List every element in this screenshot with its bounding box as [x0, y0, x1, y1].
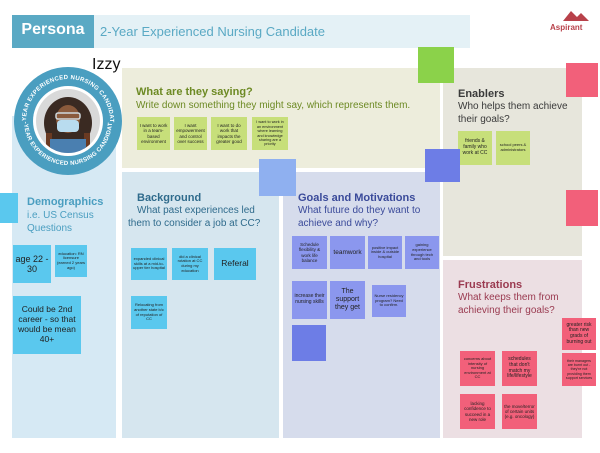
persona-label: Persona — [21, 21, 85, 38]
demographics-note[interactable]: education: RN licensure (earned 2 years … — [55, 245, 87, 277]
persona-label-box — [12, 15, 94, 48]
goals-note[interactable]: increase their nursing skills — [292, 281, 327, 319]
background-note[interactable]: did a clinical rotation at CC during my … — [172, 248, 208, 280]
blank-note-blue[interactable] — [259, 159, 296, 196]
persona-photo — [36, 89, 100, 153]
saying-note[interactable]: I want to work in an environment where l… — [252, 117, 288, 150]
goals-note[interactable]: Schedule flexibility & work life balance — [292, 236, 327, 269]
goals-blank-note[interactable] — [292, 325, 326, 361]
persona-badge-text-icon: 2-YEAR EXPERIENCED NURSING CANDIDATE 2-Y… — [12, 63, 122, 175]
blank-note-green[interactable] — [418, 47, 454, 83]
demographics-subtitle: i.e. US Census Questions — [27, 210, 94, 234]
demographics-note[interactable]: Could be 2nd career - so that would be m… — [13, 296, 81, 354]
saying-note[interactable]: I want to work in a team-based environme… — [137, 117, 170, 150]
demographics-title: Demographics — [27, 196, 104, 208]
aspirant-logo-text: Aspirant — [550, 23, 583, 32]
enablers-note[interactable]: school peers & administrators — [496, 131, 530, 165]
enablers-subtitle: Who helps them achieve their goals? — [458, 101, 568, 125]
background-note[interactable]: expanded clinical skills at a mid-to-upp… — [131, 248, 167, 280]
background-subtitle: What past experiences led them to consid… — [128, 205, 261, 229]
frustrations-note[interactable]: concerns about intensity of nursing envi… — [460, 351, 495, 386]
header-title-bar — [94, 15, 470, 48]
blank-note-pink[interactable] — [566, 190, 598, 226]
frustrations-title: Frustrations — [458, 279, 523, 291]
background-note[interactable]: Referal — [214, 248, 256, 280]
saying-note[interactable]: I want empowerment and control over succ… — [174, 117, 207, 150]
background-title: Background — [137, 192, 202, 204]
badge-text-bottom: 2-YEAR EXPERIENCED NURSING CANDIDATE — [12, 63, 114, 167]
blank-note-cyan[interactable] — [0, 193, 18, 223]
badge-text-top: 2-YEAR EXPERIENCED NURSING CANDIDATE — [12, 63, 114, 123]
demographics-note[interactable]: age 22 - 30 — [13, 245, 51, 283]
svg-text:2-YEAR EXPERIENCED NURSING CAN: 2-YEAR EXPERIENCED NURSING CANDIDATE — [14, 67, 114, 123]
blank-note-purple[interactable] — [425, 149, 460, 182]
header-title: 2-Year Experienced Nursing Candidate — [100, 24, 325, 39]
saying-subtitle: Write down something they might say, whi… — [136, 100, 411, 111]
goals-title: Goals and Motivations — [298, 192, 416, 204]
svg-text:2-YEAR EXPERIENCED NURSING CAN: 2-YEAR EXPERIENCED NURSING CANDIDATE — [14, 67, 114, 167]
frustrations-note[interactable]: lacking confidence to succeed in a new r… — [460, 394, 495, 429]
frustrations-note[interactable]: schedules that don't match my life/lifes… — [502, 351, 537, 386]
enablers-title: Enablers — [458, 88, 505, 100]
frustrations-note[interactable]: their managers are burnt out - they're n… — [562, 353, 596, 386]
frustrations-note[interactable]: greater risk than new grads of burning o… — [562, 318, 596, 350]
persona-name: Izzy — [92, 56, 121, 73]
goals-note[interactable]: Nurse residency program? Need to confirm… — [372, 285, 406, 317]
enablers-note[interactable]: friends & family who work at CC — [458, 131, 492, 165]
goals-note[interactable]: gaining experience through tech and tool… — [405, 236, 439, 269]
saying-note[interactable]: I want to do work that impacts the great… — [211, 117, 247, 150]
background-note[interactable]: Relocating from another state b/c of rep… — [131, 296, 167, 329]
goals-note[interactable]: teamwork — [330, 236, 365, 269]
blank-note-pink[interactable] — [566, 63, 598, 97]
frustrations-note[interactable]: the move/terror of certain units (e.g. o… — [502, 394, 537, 429]
goals-note[interactable]: positive impact inside & outside hospita… — [368, 236, 402, 269]
goals-note[interactable]: The support they get — [330, 281, 365, 319]
goals-subtitle: What future do they want to achieve and … — [298, 205, 421, 229]
aspirant-logo-icon — [555, 7, 595, 23]
saying-title: What are they saying? — [136, 86, 253, 98]
frustrations-subtitle: What keeps them from achieving their goa… — [458, 292, 559, 316]
